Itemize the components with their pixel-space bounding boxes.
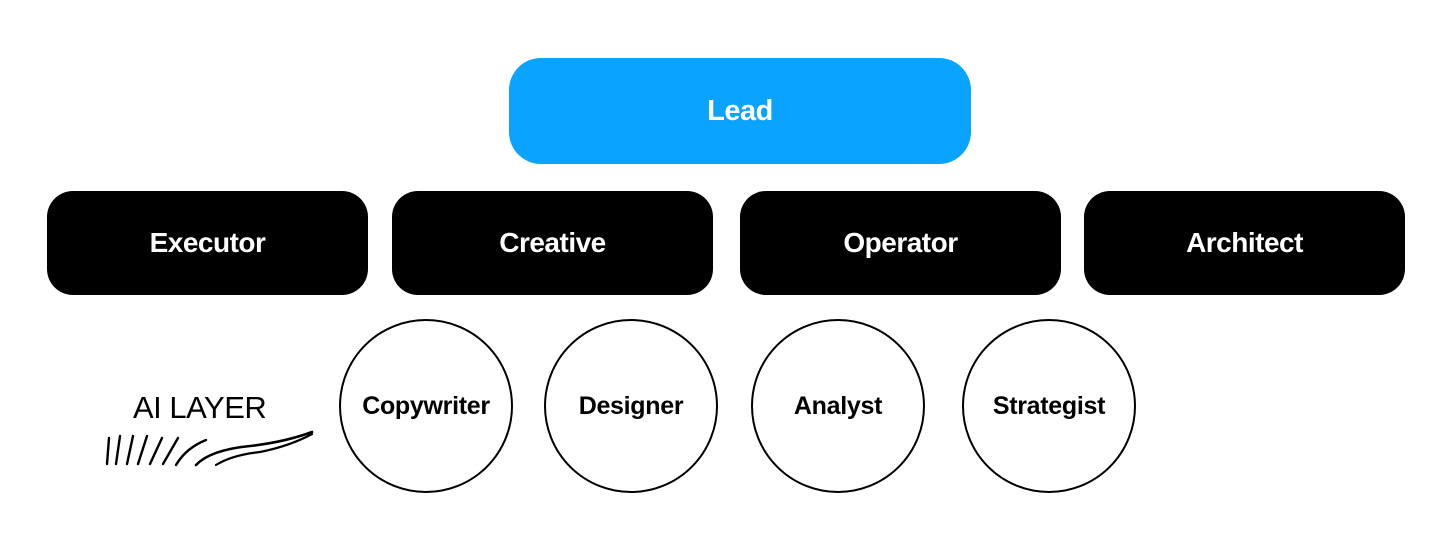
role-label-executor: Executor	[149, 227, 266, 258]
agent-label-designer: Designer	[578, 391, 684, 420]
agent-circle-analyst: Analyst	[751, 319, 925, 493]
role-box-creative: Creative	[392, 191, 713, 295]
hand-drawn-stroke	[105, 430, 314, 467]
agent-circle-strategist: Strategist	[962, 319, 1136, 493]
role-label-creative: Creative	[499, 227, 606, 258]
agent-circle-copywriter: Copywriter	[339, 319, 513, 493]
agent-label-analyst: Analyst	[793, 391, 883, 420]
agent-label-copywriter: Copywriter	[362, 391, 490, 420]
role-label-architect: Architect	[1186, 227, 1303, 258]
agent-label-strategist: Strategist	[992, 391, 1106, 420]
role-box-executor: Executor	[47, 191, 368, 295]
lead-box: Lead	[509, 58, 971, 164]
role-label-operator: Operator	[843, 227, 958, 258]
agent-circle-designer: Designer	[544, 319, 718, 493]
role-box-architect: Architect	[1084, 191, 1405, 295]
ai-layer-label: AI LAYER	[133, 390, 267, 425]
role-box-operator: Operator	[740, 191, 1061, 295]
lead-label: Lead	[707, 94, 773, 127]
